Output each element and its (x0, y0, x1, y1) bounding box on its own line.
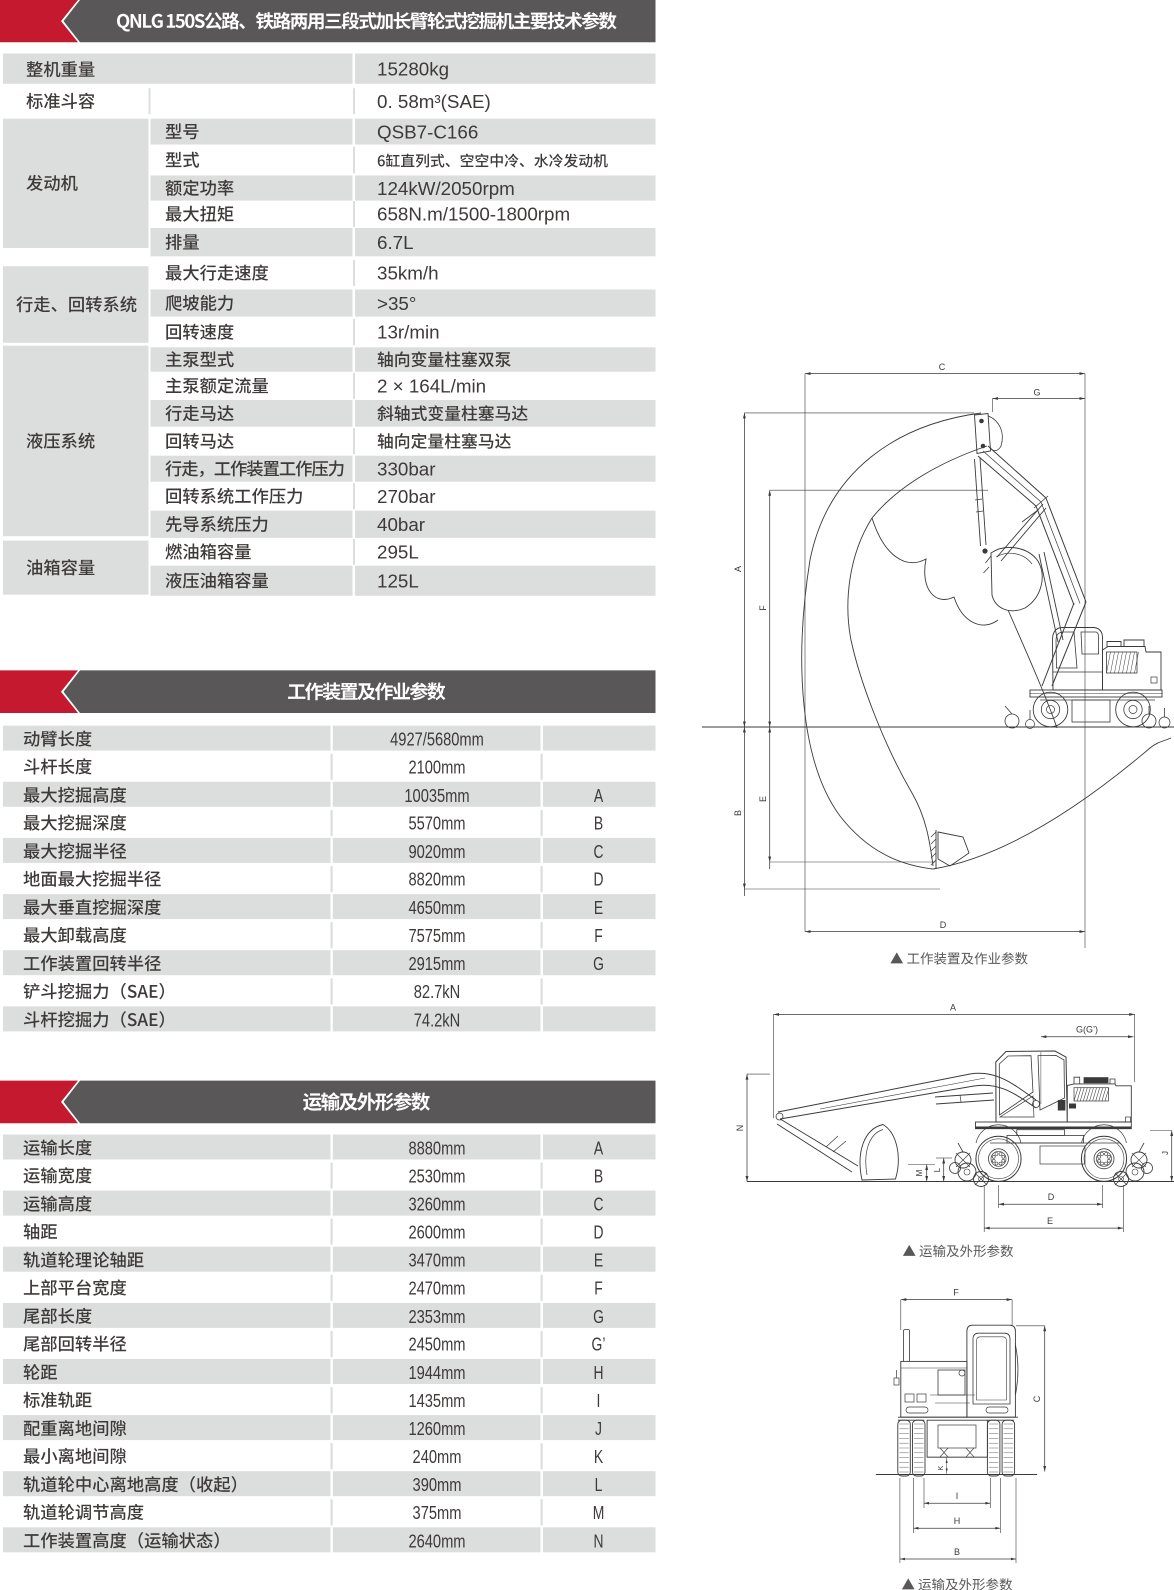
svg-text:D: D (594, 1221, 604, 1242)
svg-text:35km/h: 35km/h (377, 263, 439, 284)
svg-text:M: M (593, 1502, 605, 1523)
svg-text:C: C (1032, 1395, 1042, 1402)
svg-text:B: B (954, 1547, 960, 1557)
svg-text:A: A (594, 1138, 604, 1159)
svg-text:H: H (954, 1516, 961, 1526)
svg-text:3260mm: 3260mm (408, 1194, 465, 1215)
svg-text:6.7L: 6.7L (377, 232, 414, 253)
svg-text:N: N (594, 1530, 604, 1551)
svg-text:E: E (594, 1250, 603, 1271)
svg-text:L: L (595, 1474, 603, 1495)
svg-text:10035mm: 10035mm (404, 785, 469, 806)
svg-text:C: C (594, 841, 604, 862)
svg-text:15280kg: 15280kg (377, 58, 449, 79)
svg-text:375mm: 375mm (413, 1502, 462, 1523)
svg-text:2530mm: 2530mm (408, 1165, 465, 1186)
svg-text:G: G (1033, 388, 1040, 398)
svg-text:2600mm: 2600mm (408, 1221, 465, 1242)
svg-text:0. 58m³(SAE): 0. 58m³(SAE) (377, 91, 491, 112)
svg-text:270bar: 270bar (377, 486, 435, 507)
svg-text:8880mm: 8880mm (408, 1138, 465, 1159)
svg-text:K: K (594, 1446, 604, 1467)
svg-text:C: C (939, 362, 946, 372)
svg-text:G(G’): G(G’) (1076, 1025, 1098, 1035)
svg-text:D: D (940, 920, 947, 930)
svg-text:QSB7-C166: QSB7-C166 (377, 121, 478, 142)
svg-text:I: I (956, 1491, 959, 1501)
svg-text:D: D (594, 869, 604, 890)
svg-text:1260mm: 1260mm (408, 1418, 465, 1439)
svg-text:F: F (594, 925, 603, 946)
svg-text:1435mm: 1435mm (408, 1390, 465, 1411)
svg-text:J: J (595, 1418, 602, 1439)
svg-text:E: E (758, 796, 768, 802)
svg-text:L: L (933, 1167, 942, 1172)
svg-text:4927/5680mm: 4927/5680mm (390, 729, 484, 750)
svg-text:658N.m/1500-1800rpm: 658N.m/1500-1800rpm (377, 204, 570, 225)
svg-text:2470mm: 2470mm (408, 1278, 465, 1299)
svg-text:F: F (953, 1288, 959, 1298)
svg-text:A: A (733, 566, 743, 572)
svg-text:C: C (594, 1194, 604, 1215)
svg-text:74.2kN: 74.2kN (414, 1009, 461, 1030)
svg-text:B: B (733, 810, 743, 816)
svg-text:2100mm: 2100mm (408, 756, 465, 777)
svg-text:E: E (1047, 1216, 1053, 1226)
svg-text:390mm: 390mm (413, 1474, 462, 1495)
svg-text:G: G (593, 953, 604, 974)
svg-text:2353mm: 2353mm (408, 1306, 465, 1327)
svg-text:124kW/2050rpm: 124kW/2050rpm (377, 178, 515, 199)
svg-text:5570mm: 5570mm (408, 813, 465, 834)
svg-text:J: J (1161, 1151, 1170, 1155)
svg-text:7575mm: 7575mm (408, 925, 465, 946)
svg-text:E: E (594, 897, 603, 918)
svg-text:125L: 125L (377, 571, 419, 592)
svg-text:K: K (938, 1465, 945, 1470)
svg-text:8820mm: 8820mm (408, 869, 465, 890)
svg-text:B: B (594, 813, 603, 834)
svg-text:82.7kN: 82.7kN (414, 981, 461, 1002)
svg-text:2640mm: 2640mm (408, 1530, 465, 1551)
svg-text:A: A (950, 1003, 956, 1013)
svg-text:A: A (594, 785, 604, 806)
svg-text:F: F (758, 605, 768, 611)
svg-text:I: I (597, 1390, 601, 1411)
svg-text:B: B (594, 1165, 603, 1186)
svg-text:9020mm: 9020mm (408, 841, 465, 862)
svg-text:H: H (594, 1362, 604, 1383)
svg-text:N: N (735, 1125, 745, 1132)
svg-text:4650mm: 4650mm (408, 897, 465, 918)
svg-text:13r/min: 13r/min (377, 322, 440, 343)
svg-text:2450mm: 2450mm (408, 1334, 465, 1355)
svg-text:3470mm: 3470mm (408, 1250, 465, 1271)
svg-text:2 × 164L/min: 2 × 164L/min (377, 376, 486, 397)
svg-text:>35°: >35° (377, 293, 416, 314)
svg-text:240mm: 240mm (413, 1446, 462, 1467)
svg-text:F: F (594, 1278, 603, 1299)
svg-text:2915mm: 2915mm (408, 953, 465, 974)
svg-text:D: D (1048, 1192, 1055, 1202)
svg-text:G’: G’ (592, 1334, 606, 1355)
svg-text:40bar: 40bar (377, 514, 425, 535)
svg-text:M: M (915, 1169, 924, 1176)
svg-text:1944mm: 1944mm (408, 1362, 465, 1383)
svg-text:G: G (593, 1306, 604, 1327)
svg-text:330bar: 330bar (377, 458, 435, 479)
svg-text:295L: 295L (377, 542, 419, 563)
